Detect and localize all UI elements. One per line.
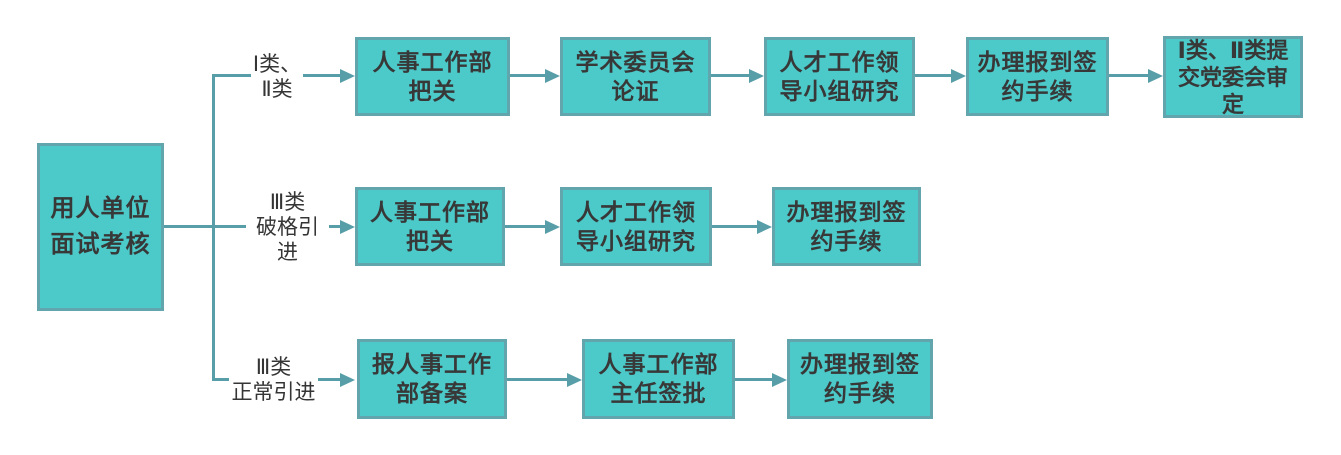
branch-label-2: Ⅲ类 破格引进 <box>246 191 329 264</box>
branch-label-3: Ⅲ类 正常引进 <box>229 354 318 406</box>
flow-node: 报人事工作 部备案 <box>357 339 507 419</box>
arrowhead-icon <box>749 69 764 83</box>
arrowhead-icon <box>951 69 966 83</box>
flow-node: Ⅰ类、Ⅱ类提 交党委会审 定 <box>1163 36 1303 118</box>
connector-line <box>164 225 213 228</box>
branch-label-1: Ⅰ类、 Ⅱ类 <box>251 51 303 102</box>
flow-node: 学术委员会 论证 <box>560 37 711 116</box>
connector-line <box>915 74 952 77</box>
connector-line <box>735 378 773 381</box>
arrowhead-icon <box>757 220 772 234</box>
flow-node: 人事工作部 把关 <box>355 37 510 116</box>
start-node: 用人单位 面试考核 <box>37 143 164 311</box>
arrowhead-icon <box>545 69 560 83</box>
flow-node: 人事工作部 主任签批 <box>582 339 735 419</box>
arrowhead-icon <box>567 373 582 387</box>
flow-node: 办理报到签 约手续 <box>772 187 921 266</box>
flow-node: 人才工作领 导小组研究 <box>764 37 915 116</box>
arrowhead-icon <box>545 220 560 234</box>
flow-node: 人才工作领 导小组研究 <box>560 187 712 266</box>
connector-line <box>711 74 750 77</box>
connector-line <box>510 74 546 77</box>
connector-line <box>1109 74 1149 77</box>
arrowhead-icon <box>772 373 787 387</box>
arrowhead-icon <box>340 373 355 387</box>
arrowhead-icon <box>340 220 355 234</box>
flow-node: 人事工作部 把关 <box>355 187 505 266</box>
arrowhead-icon <box>340 69 355 83</box>
flow-node: 办理报到签 约手续 <box>787 339 933 419</box>
connector-line <box>712 225 758 228</box>
connector-line <box>507 378 568 381</box>
flow-node: 办理报到签 约手续 <box>966 37 1109 116</box>
arrowhead-icon <box>1148 69 1163 83</box>
connector-line <box>505 225 546 228</box>
